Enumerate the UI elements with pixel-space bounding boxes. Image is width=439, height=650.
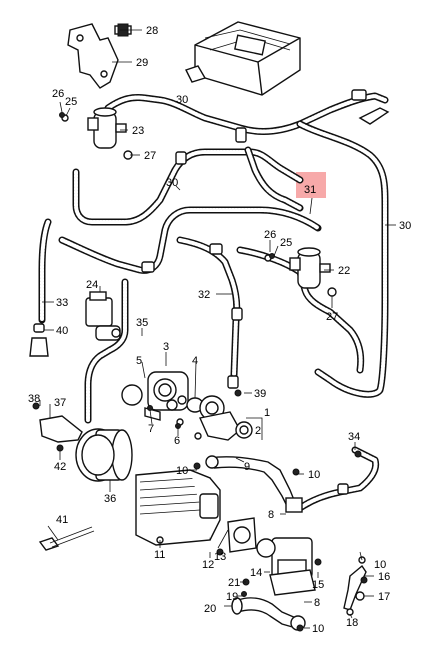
bracket-16 (343, 556, 367, 616)
callout-10d[interactable]: 10 (374, 559, 386, 571)
callout-30a[interactable]: 30 (176, 94, 188, 106)
bracket-37 (32, 402, 83, 452)
bracket-29 (67, 23, 132, 89)
valve-24 (85, 291, 121, 341)
egr-cooler-11 (135, 469, 221, 546)
vacuum-hose-network (38, 92, 389, 512)
egr-valve-14 (256, 537, 316, 596)
callout-24[interactable]: 24 (86, 279, 98, 291)
egr-pipe-9 (205, 455, 303, 513)
callout-25b[interactable]: 25 (280, 237, 292, 249)
callout-16[interactable]: 16 (378, 571, 390, 583)
callout-42[interactable]: 42 (54, 461, 66, 473)
callout-leaders (39, 29, 396, 629)
callout-3[interactable]: 3 (163, 341, 169, 353)
callout-15[interactable]: 15 (312, 579, 324, 591)
callout-2[interactable]: 2 (255, 425, 261, 437)
callout-30c[interactable]: 30 (399, 220, 411, 232)
callout-4[interactable]: 4 (192, 355, 198, 367)
callout-10c[interactable]: 10 (312, 623, 324, 635)
callout-25a[interactable]: 25 (65, 96, 77, 108)
callout-37[interactable]: 37 (54, 397, 66, 409)
callout-38[interactable]: 38 (28, 393, 40, 405)
callout-23[interactable]: 23 (132, 125, 144, 137)
callout-22[interactable]: 22 (338, 265, 350, 277)
callout-33[interactable]: 33 (56, 297, 68, 309)
highlighted-part-31-marker[interactable] (296, 172, 326, 198)
damper-40 (29, 323, 49, 357)
egr-valve-1 (194, 395, 253, 441)
vacuum-reservoir-36 (75, 428, 133, 482)
callout-32[interactable]: 32 (198, 289, 210, 301)
fasteners (147, 389, 368, 632)
callout-29[interactable]: 29 (136, 57, 148, 69)
callout-40[interactable]: 40 (56, 325, 68, 337)
callout-36[interactable]: 36 (104, 493, 116, 505)
air-filter-housing (185, 21, 301, 96)
callout-12[interactable]: 12 (202, 559, 214, 571)
gasket-13 (227, 517, 257, 553)
callout-13[interactable]: 13 (214, 551, 226, 563)
bolt-41 (38, 526, 95, 551)
callout-10a[interactable]: 10 (176, 465, 188, 477)
callout-1[interactable]: 1 (264, 407, 270, 419)
callout-34[interactable]: 34 (348, 431, 360, 443)
callout-8a[interactable]: 8 (268, 509, 274, 521)
callout-18[interactable]: 18 (346, 617, 358, 629)
callout-39[interactable]: 39 (254, 388, 266, 400)
callout-20[interactable]: 20 (204, 603, 216, 615)
hose-connectors (141, 89, 390, 495)
callout-17[interactable]: 17 (378, 591, 390, 603)
callout-6[interactable]: 6 (174, 435, 180, 447)
callout-26b[interactable]: 26 (264, 229, 276, 241)
pipe-19 (231, 597, 306, 631)
callout-31[interactable]: 31 (304, 184, 316, 196)
solenoid-valve-23 (59, 107, 133, 160)
callout-27b[interactable]: 27 (326, 311, 338, 323)
callout-11[interactable]: 11 (154, 549, 165, 561)
callout-26a[interactable]: 26 (52, 88, 64, 100)
callout-5[interactable]: 5 (136, 355, 142, 367)
callout-19[interactable]: 19 (226, 591, 238, 603)
callout-9[interactable]: 9 (244, 461, 250, 473)
callout-7[interactable]: 7 (148, 423, 154, 435)
callout-labels: 28 29 26 25 23 27 30 30 31 30 26 25 22 2… (28, 25, 411, 635)
solenoid-valve-22 (264, 247, 337, 297)
callout-30b[interactable]: 30 (166, 177, 178, 189)
callout-41[interactable]: 41 (56, 514, 68, 526)
callout-21[interactable]: 21 (228, 577, 240, 589)
callout-28[interactable]: 28 (146, 25, 158, 37)
callout-27a[interactable]: 27 (144, 150, 156, 162)
callout-35[interactable]: 35 (136, 317, 148, 329)
callout-8b[interactable]: 8 (314, 597, 320, 609)
intake-manifold-flap-3 (121, 371, 204, 426)
callout-14[interactable]: 14 (250, 567, 262, 579)
callout-10b[interactable]: 10 (308, 469, 320, 481)
